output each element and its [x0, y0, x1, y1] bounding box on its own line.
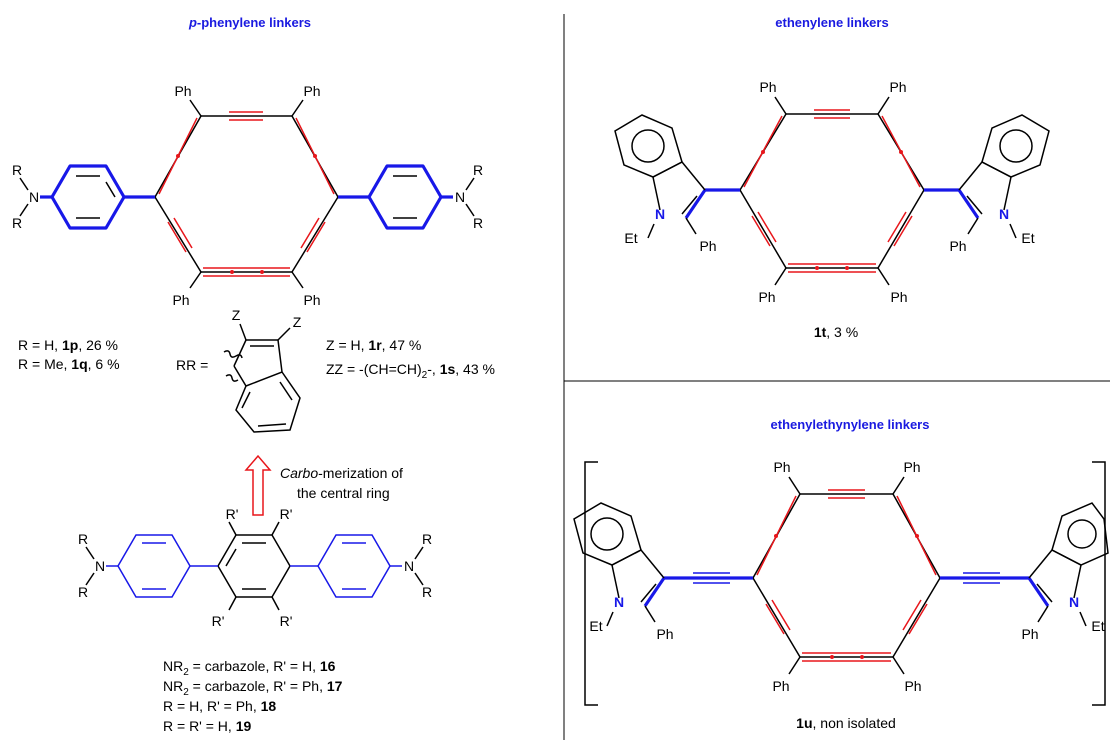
left-ethynyl-indole: N Et Ph	[573, 502, 753, 642]
arrow-text-line2: the central ring	[297, 485, 390, 501]
ph-label: Ph	[699, 238, 716, 254]
r-label: R	[473, 215, 483, 231]
rr-label: RR =	[176, 357, 208, 373]
left-indole-2: N Et Ph	[614, 114, 740, 254]
precursor-terphenyl: R' R' R' R' N R R N R R	[78, 506, 432, 629]
ph-label: Ph	[174, 83, 191, 99]
n-label: N	[614, 594, 624, 610]
r-label: R	[78, 531, 88, 547]
n-label: N	[95, 558, 105, 574]
left-bracket	[584, 461, 598, 706]
r-label: R	[12, 162, 22, 178]
caption-1q: R = Me, 1q, 6 %	[18, 356, 120, 372]
caption-1t: 1t, 3 %	[814, 324, 858, 340]
panel-ethenylene: ethenylene linkers P	[614, 15, 1050, 340]
ph-label: Ph	[773, 459, 790, 475]
n-label: N	[655, 206, 665, 222]
caption-19: R = R' = H, 19	[163, 718, 251, 734]
n-label: N	[455, 189, 465, 205]
panel-ethenylethynylene: ethenylethynylene linkers	[573, 417, 1109, 731]
ph-label: Ph	[172, 292, 189, 308]
n-label: N	[29, 189, 39, 205]
ph-label: Ph	[890, 289, 907, 305]
panel-title-p-phenylene: p-phenylene linkers	[188, 15, 311, 30]
et-label: Et	[1091, 618, 1104, 634]
et-label: Et	[589, 618, 602, 634]
ph-label: Ph	[303, 83, 320, 99]
caption-1u: 1u, non isolated	[796, 715, 896, 731]
arrow-text-line1: Carbo-merization of	[280, 465, 403, 481]
caption-18: R = H, R' = Ph, 18	[163, 698, 276, 714]
caption-1r: Z = H, 1r, 47 %	[326, 337, 421, 353]
rr-fragment: RR = Z Z	[176, 307, 302, 433]
r-label: R	[473, 162, 483, 178]
ph-label: Ph	[889, 79, 906, 95]
rp-label: R'	[280, 613, 293, 629]
right-ethynyl-indole: N Et Ph	[940, 502, 1109, 642]
ph-label: Ph	[949, 238, 966, 254]
panel-p-phenylene: p-phenylene linkers	[12, 15, 495, 734]
rp-label: R'	[280, 506, 293, 522]
ph-label: Ph	[1021, 626, 1038, 642]
rp-label: R'	[212, 613, 225, 629]
ph-label: Ph	[656, 626, 673, 642]
carbo-ring-1: Ph Ph Ph Ph	[154, 83, 339, 308]
n-label: N	[404, 558, 414, 574]
panel-title-ethenylene: ethenylene linkers	[775, 15, 888, 30]
right-phenylene-linker: N R R	[338, 162, 483, 231]
caption-16: NR2 = carbazole, R' = H, 16	[163, 658, 336, 678]
z-label: Z	[293, 314, 302, 330]
ph-label: Ph	[903, 459, 920, 475]
right-bracket	[1092, 461, 1106, 706]
carbo-ring-2: Ph Ph Ph Ph	[739, 79, 925, 305]
ph-label: Ph	[303, 292, 320, 308]
right-indole-2: N Et Ph	[924, 114, 1050, 254]
et-label: Et	[624, 230, 637, 246]
caption-17: NR2 = carbazole, R' = Ph, 17	[163, 678, 343, 698]
ph-label: Ph	[758, 289, 775, 305]
ph-label: Ph	[759, 79, 776, 95]
r-label: R	[12, 215, 22, 231]
r-label: R	[422, 531, 432, 547]
carbo-ring-3: Ph Ph Ph Ph	[752, 459, 941, 694]
left-phenylene-linker: N R R	[12, 162, 155, 231]
caption-1s: ZZ = -(CH=CH)2-, 1s, 43 %	[326, 361, 495, 381]
caption-1p: R = H, 1p, 26 %	[18, 337, 118, 353]
n-label: N	[1069, 594, 1079, 610]
z-label: Z	[232, 307, 241, 323]
n-label: N	[999, 206, 1009, 222]
r-label: R	[422, 584, 432, 600]
et-label: Et	[1021, 230, 1034, 246]
ph-label: Ph	[904, 678, 921, 694]
carbo-merization-arrow: Carbo-merization of the central ring	[244, 454, 403, 516]
panel-title-ethenylethynylene: ethenylethynylene linkers	[771, 417, 930, 432]
rp-label: R'	[226, 506, 239, 522]
r-label: R	[78, 584, 88, 600]
ph-label: Ph	[772, 678, 789, 694]
